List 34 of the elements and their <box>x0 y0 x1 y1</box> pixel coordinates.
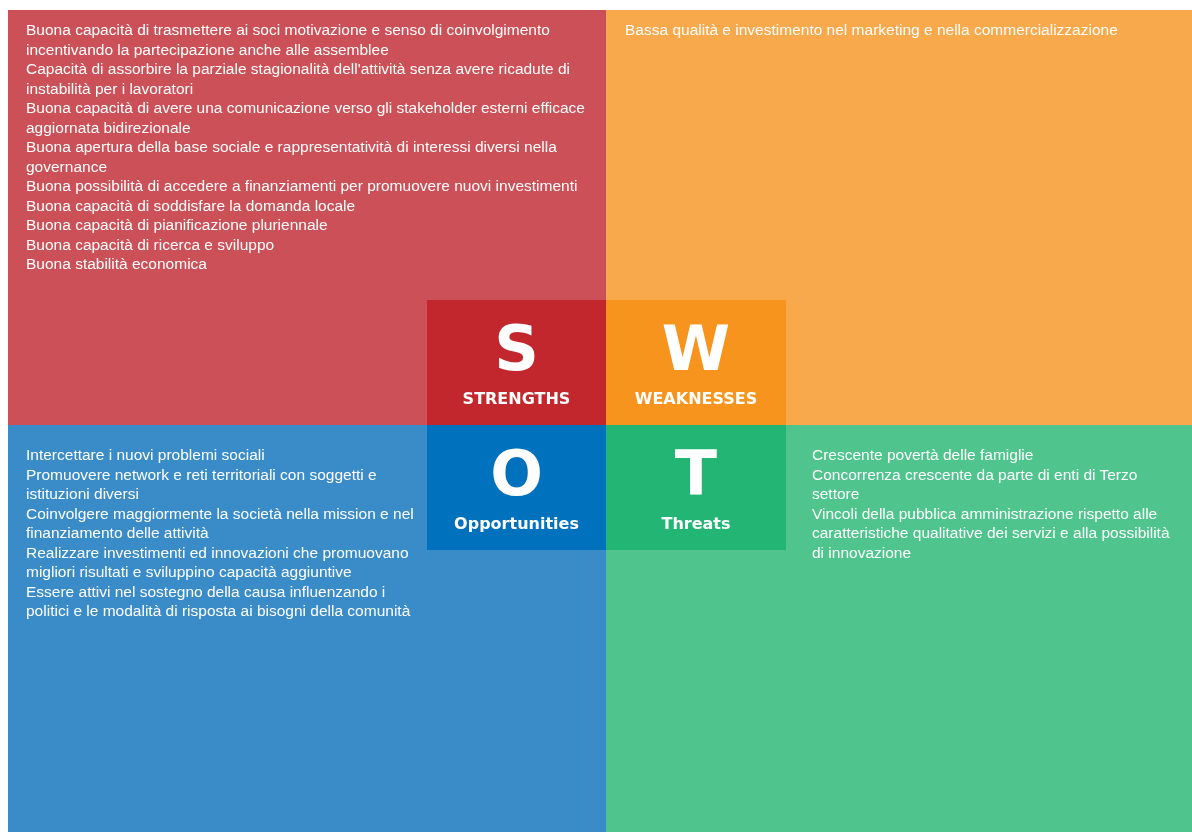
list-item: Buona capacità di ricerca e sviluppo <box>26 234 275 254</box>
list-item: Buona possibilità di accedere a finanziamenti per promuovere nuovi investimenti <box>26 176 578 196</box>
list-item: Buona capacità di avere una comunicazione verso gli stakeholder esterni efficace aggiornata bidirezionale <box>26 98 586 137</box>
quadrant-label: WEAKNESSES <box>634 388 758 410</box>
threats-panel <box>606 425 1192 832</box>
list-item: Buona apertura della base sociale e rappresentatività di interessi diversi nella governance <box>26 137 558 176</box>
list-item: Buona capacità di pianificazione pluriennale <box>26 215 328 235</box>
swot-letter: O <box>490 439 543 509</box>
list-item: Buona capacità di trasmettere ai soci motivazione e senso di coinvolgimento incentivando la partecipazione anche alle assemblee <box>26 20 551 59</box>
list-item: Concorrenza crescente da parte di enti di Terzo settore <box>812 464 1139 504</box>
swot-letter: T <box>674 439 718 509</box>
list-item: Vincoli della pubblica amministrazione rispetto alle caratteristiche qualitative dei servizi e alla possibilità di innovazione <box>812 503 1171 562</box>
list-item: Buona stabilità economica <box>26 254 207 274</box>
quadrant-label: STRENGTHS <box>462 388 571 410</box>
weaknesses-panel <box>606 10 1192 425</box>
list-item: Capacità di assorbire la parziale stagionalità dell'attività senza avere ricadute di instabilità per i lavoratori <box>26 59 572 98</box>
quadrant-label: Opportunities <box>454 513 579 535</box>
opportunities-panel <box>8 425 606 832</box>
list-item: Coinvolgere maggiormente la società nella mission e nel finanziamento delle attività <box>26 503 415 543</box>
list-item: Essere attivi nel sostegno della causa influenzando i politici e le modalità di risposta ai bisogni della comunità <box>26 581 412 621</box>
list-item: Buona capacità di soddisfare la domanda locale <box>26 195 356 215</box>
swot-letter: W <box>661 314 731 384</box>
list-item: Promuovere network e reti territoriali con soggetti e istituzioni diversi <box>26 464 378 504</box>
quadrant-label: Threats <box>661 513 731 535</box>
letter-tile <box>606 300 786 425</box>
letter-tile <box>427 300 606 425</box>
list-item: Bassa qualità e investimento nel marketing e nella commercializzazione <box>625 20 1118 40</box>
letter-tile <box>606 425 786 550</box>
letter-tile <box>427 425 606 550</box>
strengths-panel <box>8 10 606 425</box>
list-item: Crescente povertà delle famiglie <box>812 445 1034 465</box>
swot-letter: S <box>494 314 539 384</box>
list-item: Intercettare i nuovi problemi sociali <box>26 445 265 465</box>
list-item: Realizzare investimenti ed innovazioni che promuovano migliori risultati e sviluppino capacità aggiuntive <box>26 542 410 582</box>
